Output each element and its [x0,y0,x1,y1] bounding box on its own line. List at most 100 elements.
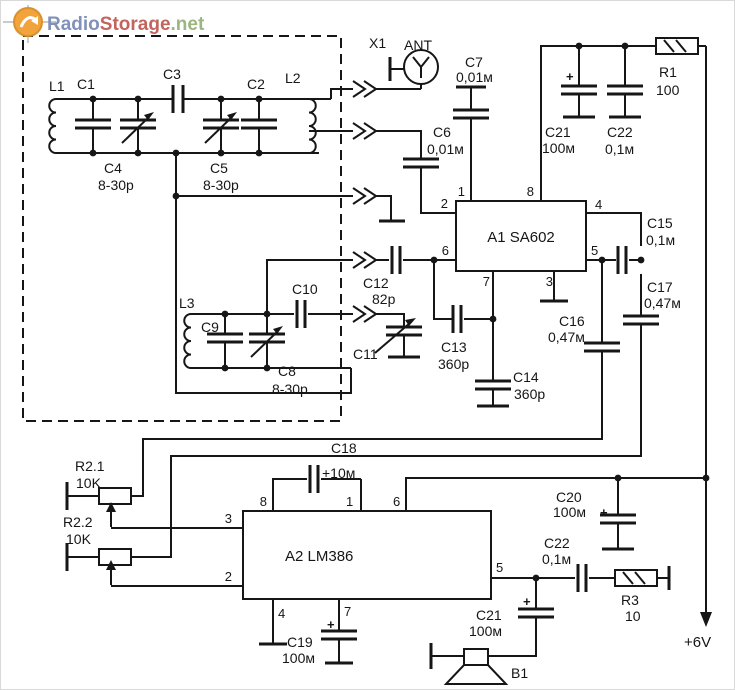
label-c2: C2 [247,76,265,92]
label-c18: C18 [331,440,357,456]
capacitor-c2 [241,99,277,153]
label-c13-value: 360p [438,356,469,372]
label-c22-bot: C22 [544,535,570,551]
capacitor-c1 [75,99,111,153]
label-l3: L3 [179,295,195,311]
capacitor-c18 [308,465,320,493]
label-c21-top-value: 100м [542,140,575,156]
logo-part-radio: Radio [47,14,100,35]
label-r3: R3 [621,592,639,608]
capacitor-c15 [616,246,628,274]
inductor-l1 [48,98,57,154]
capacitor-c8-variable [249,314,285,368]
ic-a2-lm386 [242,510,492,600]
label-a2: A2 LM386 [285,548,353,565]
label-c10: C10 [292,281,318,297]
inductor-l2 [308,98,331,154]
labels: L1 C1 C3 C2 L2 C4 8-30p C5 8-30p X1 ANT … [49,35,711,681]
label-c22-bot-value: 0,1м [542,551,571,567]
label-c8-value: 8-30p [272,381,308,397]
label-c8: C8 [278,363,296,379]
label-c4: C4 [104,160,122,176]
label-c18-value: +10м [322,465,355,481]
a1-pin-3: 3 [546,274,553,289]
capacitor-c21-top [561,84,597,119]
label-c15-value: 0,1м [646,232,675,248]
junction-dots [89,42,710,582]
label-ant: ANT [404,37,432,53]
label-c12-value: 82p [372,291,396,307]
label-r2-1-value: 10K [76,475,102,491]
capacitor-c22-bottom [576,564,588,592]
label-c20-value: 100м [553,504,586,520]
a2-pin-4: 4 [278,606,285,621]
label-c7: C7 [465,54,483,70]
label-r1-value: 100 [656,82,680,98]
capacitor-c13 [451,305,463,333]
label-c6-value: 0,01м [427,141,464,157]
a2-pin-3: 3 [225,511,232,526]
label-c16: C16 [559,313,585,329]
a1-pin-8: 8 [527,184,534,199]
a1-pin-5: 5 [591,243,598,258]
label-l1: L1 [49,78,65,94]
inductor-l3 [183,313,192,369]
a2-pin-5: 5 [496,560,503,575]
label-c9: C9 [201,319,219,335]
label-b1: B1 [511,665,528,681]
resistor-r1 [655,37,699,55]
capacitor-c17 [623,314,659,326]
label-c6: C6 [433,124,451,140]
label-r2-2-value: 10K [66,531,92,547]
label-c5-value: 8-30p [203,177,239,193]
board-connectors [352,80,378,323]
capacitor-c22-top [607,84,643,119]
a2-pin-1: 1 [346,494,353,509]
label-c1: C1 [77,76,95,92]
label-c5: C5 [210,160,228,176]
label-c19: C19 [287,634,313,650]
capacitor-c4-variable [120,99,156,153]
label-c22-top-value: 0,1м [605,141,634,157]
label-c11: C11 [353,346,378,362]
capacitor-c6 [403,157,439,169]
potentiometer-r2-2 [65,543,132,571]
label-l2: L2 [285,70,301,86]
logo-part-storage: Storage [100,14,171,35]
logo-swoosh-arrow [31,16,38,25]
a2-pin-7: 7 [344,604,351,619]
label-supply: +6V [684,634,711,651]
a1-pin-1: 1 [458,184,465,199]
label-c20-plus: + [600,505,608,520]
label-c16-value: 0,47м [548,329,585,345]
logo-text: RadioStorage.net [47,14,205,35]
label-c7-value: 0,01м [456,69,493,85]
capacitor-c14 [475,379,511,408]
label-r3-value: 10 [625,608,641,624]
label-c17-value: 0,47м [644,295,681,311]
a2-pin-2: 2 [225,569,232,584]
label-c21-top: C21 [545,124,571,140]
label-c19-plus: + [327,617,335,632]
speaker-b1 [429,643,509,685]
logo-part-net: .net [171,14,205,35]
capacitor-c19 [321,629,357,665]
site-logo[interactable]: RadioStorage.net [3,5,205,43]
label-c21-top-plus: + [566,69,574,84]
label-c20: C20 [556,489,582,505]
label-c3: C3 [163,66,181,82]
label-c4-value: 8-30p [98,177,134,193]
capacitor-c20 [600,513,636,551]
ic-a1-sa602 [455,200,587,272]
radiostorage-icon [13,7,43,37]
a1-pin-6: 6 [442,243,449,258]
a1-pin-7: 7 [483,274,490,289]
a2-pin-6: 6 [393,494,400,509]
capacitor-c21-bottom [518,607,554,619]
label-c22-top: C22 [607,124,633,140]
antenna-symbol [388,49,439,85]
label-c21-bot-plus: + [523,594,531,609]
capacitor-c10 [295,300,307,328]
